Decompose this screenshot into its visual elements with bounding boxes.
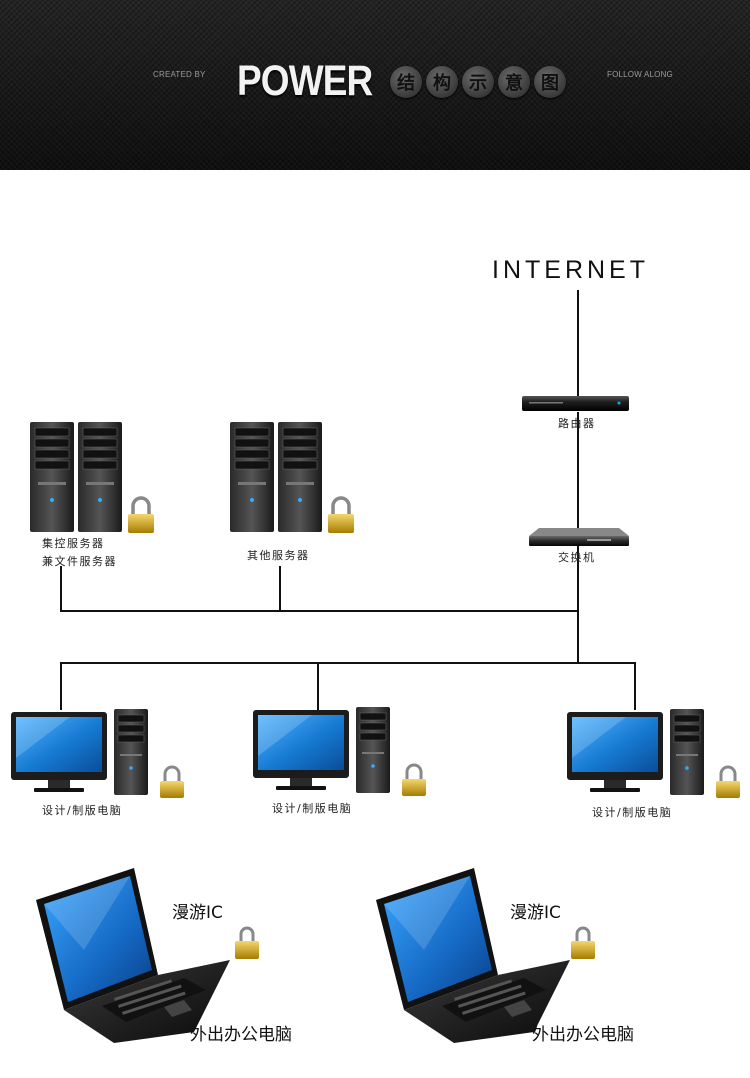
server-group-icon <box>230 422 354 533</box>
internet-label: INTERNET <box>492 256 649 284</box>
workstation3-label: 设计/制版电脑 <box>592 806 673 819</box>
subtitle-char: 意 <box>498 66 530 98</box>
workstation-icon <box>567 709 740 798</box>
lock-icon <box>402 763 426 796</box>
laptop-icon <box>36 868 230 1043</box>
server-group-icon <box>30 422 154 533</box>
created-by-text: CREATED BY <box>153 70 206 79</box>
lock-icon <box>128 496 154 533</box>
workstation2-label: 设计/制版电脑 <box>272 802 353 815</box>
server1-label-line1: 集控服务器 <box>42 537 105 550</box>
router-label: 路由器 <box>558 417 596 430</box>
lock-icon <box>328 496 354 533</box>
follow-along-text: FOLLOW ALONG <box>607 70 673 79</box>
laptop-icon <box>376 868 570 1043</box>
subtitle-char: 结 <box>390 66 422 98</box>
subtitle-char: 示 <box>462 66 494 98</box>
server1-label-line2: 兼文件服务器 <box>42 555 117 568</box>
lock-icon <box>716 765 740 798</box>
laptop2-label: 外出办公电脑 <box>532 1025 634 1045</box>
switch-label: 交换机 <box>558 551 596 564</box>
laptop2-ic-label: 漫游IC <box>510 903 561 923</box>
header-banner: CREATED BY POWER 结 构 示 意 图 FOLLOW ALONG <box>0 0 750 170</box>
workstation-icon <box>253 707 426 796</box>
router-icon <box>522 396 629 411</box>
subtitle-char: 构 <box>426 66 458 98</box>
workstation-icon <box>11 709 184 798</box>
switch-icon <box>529 528 629 546</box>
lock-icon <box>571 926 595 959</box>
subtitle-char: 图 <box>534 66 566 98</box>
laptop1-ic-label: 漫游IC <box>172 903 223 923</box>
brand-title: POWER <box>237 57 373 105</box>
laptop1-label: 外出办公电脑 <box>190 1025 292 1045</box>
workstation1-label: 设计/制版电脑 <box>42 804 123 817</box>
server2-label: 其他服务器 <box>247 549 310 562</box>
lock-icon <box>235 926 259 959</box>
lock-icon <box>160 765 184 798</box>
subtitle-circles: 结 构 示 意 图 <box>390 66 566 98</box>
